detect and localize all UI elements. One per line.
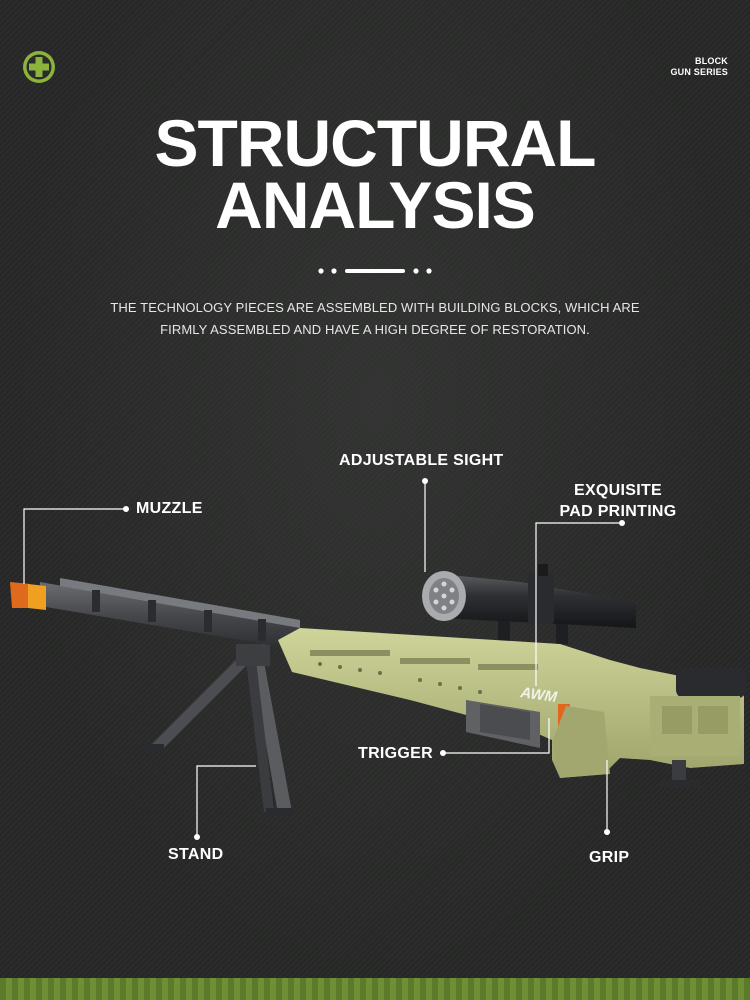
description-line-2: FIRMLY ASSEMBLED AND HAVE A HIGH DEGREE …: [160, 322, 590, 337]
pad-printing-line-2: PAD PRINTING: [559, 503, 677, 520]
scope: [422, 564, 636, 644]
description: THE TECHNOLOGY PIECES ARE ASSEMBLED WITH…: [80, 297, 670, 341]
callout-lines: [23, 481, 622, 837]
muzzle-tip: [10, 582, 46, 610]
barrel: [40, 578, 300, 650]
page-title: STRUCTURAL ANALYSIS: [0, 106, 750, 242]
callout-pad-printing: EXQUISITE PAD PRINTING: [558, 480, 678, 522]
description-line-1: THE TECHNOLOGY PIECES ARE ASSEMBLED WITH…: [110, 300, 640, 315]
stand-bipod: [142, 644, 294, 816]
title-line-2: ANALYSIS: [215, 168, 536, 242]
title-divider: [318, 268, 432, 274]
series-line-2: GUN SERIES: [670, 67, 728, 77]
callout-adjustable-sight: ADJUSTABLE SIGHT: [339, 452, 504, 469]
series-badge: BLOCK GUN SERIES: [670, 56, 728, 78]
awm-marking: AWM: [518, 684, 558, 706]
series-line-1: BLOCK: [695, 56, 728, 66]
callout-trigger: TRIGGER: [358, 745, 433, 762]
title-line-1: STRUCTURAL: [154, 106, 597, 180]
callout-muzzle: MUZZLE: [136, 500, 203, 517]
stock-chassis: [278, 628, 746, 788]
callout-stand: STAND: [168, 846, 224, 863]
footer-stripe: [0, 978, 750, 1000]
callout-dots: [123, 478, 625, 840]
plus-logo-icon: [23, 51, 55, 83]
pad-printing-line-1: EXQUISITE: [573, 482, 663, 499]
callout-grip: GRIP: [589, 849, 630, 866]
